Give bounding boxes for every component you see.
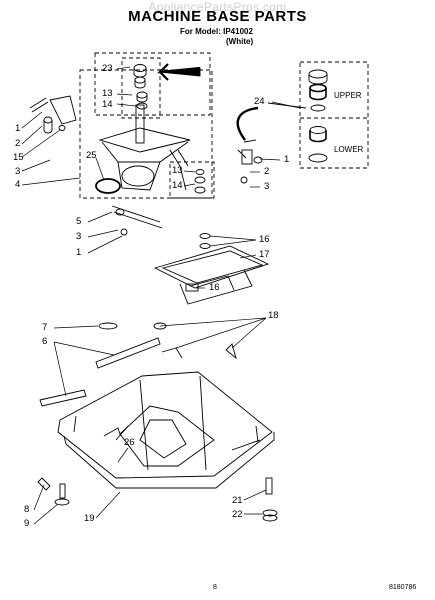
- callout-13-lower: 13: [172, 165, 183, 176]
- callout-24: 24: [254, 96, 265, 107]
- callout-23: 23: [102, 63, 113, 74]
- page-title: MACHINE BASE PARTS: [128, 8, 307, 25]
- watermark: AppliancePartsPros.com: [148, 0, 287, 14]
- callout-2: 2: [15, 138, 21, 149]
- callout-2-right: 2: [264, 166, 270, 177]
- callout-1: 1: [15, 123, 21, 134]
- callout-9: 9: [24, 518, 30, 529]
- callout-5: 5: [76, 216, 82, 227]
- right-small-parts: [169, 106, 263, 199]
- callout-16-lower: 16: [209, 282, 220, 293]
- callout-6: 6: [42, 336, 48, 347]
- callout-14-lower: 14: [172, 180, 183, 191]
- callout-7: 7: [42, 322, 48, 333]
- callout-13: 13: [102, 88, 113, 99]
- callout-17: 17: [259, 249, 270, 260]
- callout-22: 22: [232, 509, 243, 520]
- callout-8: 8: [24, 504, 30, 515]
- callout-19: 19: [84, 513, 95, 524]
- callout-14: 14: [102, 99, 113, 110]
- callout-15: 15: [13, 152, 24, 163]
- callout-3: 3: [15, 166, 21, 177]
- braces: [39, 322, 237, 407]
- callout-3-lower: 3: [76, 231, 82, 242]
- page-number: 8: [213, 584, 217, 591]
- callout-4: 4: [15, 179, 21, 190]
- callout-1-lower: 1: [76, 247, 82, 258]
- color-line: (White): [226, 37, 254, 46]
- base-frame: [57, 371, 275, 489]
- top-brace-frame: [153, 233, 270, 305]
- callout-3-right: 3: [264, 181, 270, 192]
- callout-25: 25: [86, 150, 97, 161]
- callout-18: 18: [268, 310, 279, 321]
- model-line: For Model: IP41002: [180, 27, 253, 36]
- leader-lines: [21, 66, 301, 525]
- callout-26: 26: [124, 437, 135, 448]
- feet: [37, 477, 278, 522]
- bearing-inset: [267, 61, 369, 169]
- model-info: For Model: IP41002 (White): [180, 27, 253, 47]
- left-small-parts: [29, 95, 77, 134]
- lower-label: LOWER: [334, 145, 364, 154]
- callout-16: 16: [259, 234, 270, 245]
- upper-label: UPPER: [334, 91, 362, 100]
- transmission-box: [79, 69, 213, 199]
- transmission-spider: [95, 104, 191, 194]
- part-code: 8180786: [389, 584, 417, 591]
- callout-1-right: 1: [284, 154, 290, 165]
- under-parts: [111, 205, 163, 236]
- callout-21: 21: [232, 495, 243, 506]
